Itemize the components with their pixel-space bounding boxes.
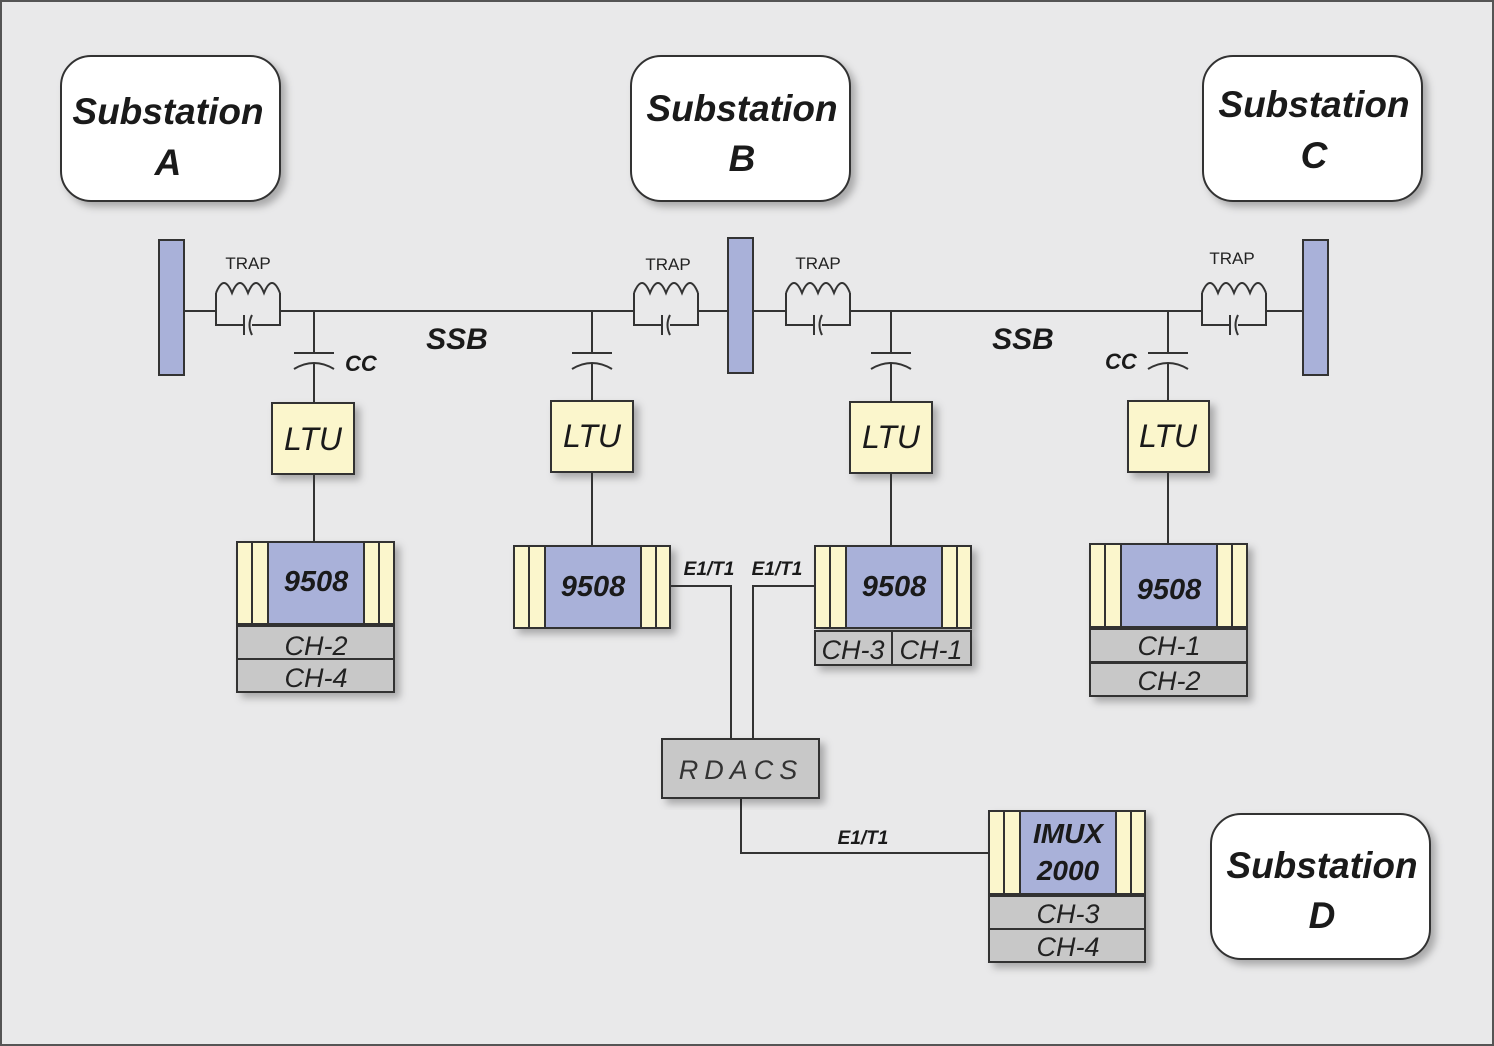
imux-terminal (988, 810, 1146, 963)
trap-label-3: TRAP (795, 254, 840, 273)
substation-d-label: Substation (1226, 845, 1417, 886)
trap-label-1: TRAP (225, 254, 270, 273)
trap-label-2: TRAP (645, 255, 690, 274)
terminal-c (1089, 543, 1248, 697)
trap-2: TRAP (633, 255, 699, 336)
channel-c-2: CH-2 (1137, 666, 1200, 696)
terminal-b-right (814, 545, 972, 666)
channel-c-1: CH-1 (1137, 631, 1200, 661)
imux-label-1: IMUX (1033, 818, 1105, 849)
terminal-label-a: 9508 (284, 566, 349, 598)
channel-a-1: CH-2 (284, 631, 347, 661)
ssb-label-2: SSB (992, 323, 1054, 356)
e1t1-connectors (670, 585, 989, 854)
e1t1-label-1: E1/T1 (684, 559, 735, 580)
substation-c-label: Substation (1218, 84, 1409, 125)
substation-b-letter: B (729, 138, 756, 179)
cc-label-1: CC (345, 351, 378, 376)
coupling-capacitor-2 (571, 311, 613, 401)
bus-bar-b (727, 237, 754, 374)
ssb-label-1: SSB (426, 323, 488, 356)
terminal-label-c: 9508 (1137, 574, 1202, 606)
ltu-label-b: LTU (563, 418, 622, 454)
ltu-b-right: LTU (849, 401, 933, 474)
ltu-label-c: LTU (1139, 418, 1198, 454)
bus-bar-a (158, 239, 185, 376)
imux-channel-1: CH-3 (1036, 899, 1099, 929)
ltu-c: LTU (1127, 400, 1210, 473)
ltu-terminal-connectors (313, 472, 1169, 546)
channel-b-right-1: CH-3 (821, 635, 884, 665)
substation-b: Substation B (630, 55, 851, 202)
ltu-b: LTU (550, 400, 634, 473)
substation-b-label: Substation (646, 88, 837, 129)
substation-a-label: Substation (72, 91, 263, 132)
trap-3: TRAP (785, 254, 851, 336)
cc-label-2: CC (1105, 349, 1138, 374)
trap-4: TRAP (1201, 249, 1267, 336)
ltu-a: LTU (271, 402, 355, 475)
rdacs-box: RDACS (661, 738, 820, 799)
substation-c-letter: C (1301, 135, 1329, 176)
substation-d: Substation D (1210, 813, 1431, 960)
ltu-label-a: LTU (284, 421, 343, 457)
bus-bar-c (1302, 239, 1329, 376)
substation-c: Substation C (1202, 55, 1423, 202)
coupling-capacitor-1 (293, 311, 335, 403)
substation-d-letter: D (1309, 895, 1336, 936)
imux-label-2: 2000 (1036, 855, 1100, 886)
channel-a-2: CH-4 (284, 663, 347, 693)
terminal-b (513, 545, 671, 629)
terminal-a (236, 541, 395, 693)
ltu-label-b-right: LTU (862, 419, 921, 455)
coupling-capacitor-3 (870, 311, 912, 402)
coupling-capacitor-4 (1147, 311, 1189, 401)
substation-a: Substation A (60, 55, 281, 202)
trap-1: TRAP (215, 254, 281, 336)
e1t1-label-2: E1/T1 (752, 559, 803, 580)
rdacs-label: RDACS (679, 755, 804, 785)
e1t1-label-3: E1/T1 (838, 828, 889, 849)
channel-b-right-2: CH-1 (899, 635, 962, 665)
terminal-label-b-right: 9508 (862, 571, 927, 603)
imux-channel-2: CH-4 (1036, 932, 1099, 962)
substation-a-letter: A (154, 142, 182, 183)
trap-label-4: TRAP (1209, 249, 1254, 268)
terminal-label-b: 9508 (561, 571, 626, 603)
